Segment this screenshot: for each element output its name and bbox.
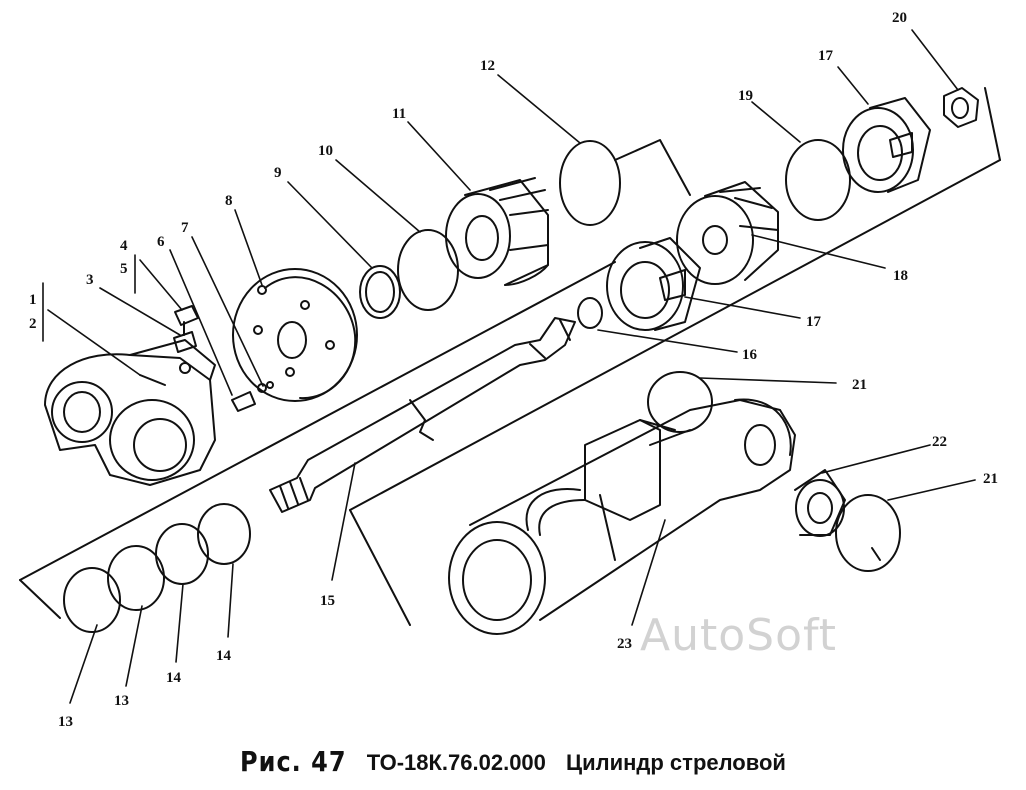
axis-bracket-lower: [349, 509, 411, 626]
callout-1: 1: [29, 292, 37, 308]
part-ring-9: [359, 265, 401, 319]
part-nut-20: [943, 87, 979, 128]
callout-17-upper: 17: [818, 48, 834, 64]
figure-caption: Рис. 47 ТО-18К.76.02.000 Цилиндр стрелов…: [0, 745, 1026, 779]
callout-14b: 14: [216, 648, 232, 664]
axis-line-lower: [19, 579, 61, 619]
part-rod: [269, 317, 576, 513]
part-washer-16: [577, 297, 603, 329]
part-ring-13b: [107, 545, 165, 611]
callout-10: 10: [318, 143, 333, 159]
axis-bracket-right: [984, 87, 1001, 161]
part-bushing-22: [794, 469, 846, 537]
callout-21-bottom: 21: [983, 471, 998, 487]
callout-18: 18: [893, 268, 908, 284]
part-ring-21-top: [647, 371, 713, 433]
part-piston-head: [445, 177, 549, 286]
callout-22: 22: [932, 434, 947, 450]
callout-20: 20: [892, 10, 907, 26]
axis-line-upper: [19, 261, 616, 581]
callout-2: 2: [29, 316, 37, 332]
callout-12: 12: [480, 58, 495, 74]
callout-21-top: 21: [852, 377, 867, 393]
drawing-code: ТО-18К.76.02.000: [366, 750, 546, 775]
axis-bracket-upper: [614, 139, 691, 196]
callout-17-lower: 17: [806, 314, 822, 330]
part-piston-rear: [676, 181, 779, 285]
callout-4: 4: [120, 238, 128, 254]
part-oring-10: [397, 229, 459, 311]
watermark-text: AutoSoft: [640, 610, 837, 661]
drawing-title: Цилиндр стреловой: [566, 750, 786, 775]
part-clevis: [44, 339, 216, 486]
callout-23: 23: [617, 636, 632, 652]
part-ring-13a: [63, 567, 121, 633]
part-ring-14b: [197, 503, 251, 565]
callout-6: 6: [157, 234, 165, 250]
figure-number: Рис. 47: [240, 745, 347, 779]
callout-11: 11: [392, 106, 406, 122]
callout-13b: 13: [114, 693, 129, 709]
part-ring-14a: [155, 523, 209, 585]
callout-19: 19: [738, 88, 753, 104]
callout-13a: 13: [58, 714, 73, 730]
part-bolt-nut: [173, 305, 199, 353]
callout-15: 15: [320, 593, 335, 609]
part-cylinder-body: [448, 398, 796, 635]
part-bushing-17-lower: [606, 237, 701, 331]
callout-5: 5: [120, 261, 128, 277]
part-bushing-17-upper: [842, 97, 931, 193]
callout-9: 9: [274, 165, 282, 181]
part-ring-12: [559, 140, 621, 226]
callout-3: 3: [86, 272, 94, 288]
axis-line-main: [349, 159, 1001, 511]
part-pin: [231, 381, 274, 412]
part-ring-19: [785, 139, 851, 221]
callout-8: 8: [225, 193, 233, 209]
callout-14a: 14: [166, 670, 182, 686]
part-flange: [232, 268, 358, 402]
callout-7: 7: [181, 220, 189, 236]
part-ring-21-bottom: [835, 494, 901, 572]
callout-16: 16: [742, 347, 758, 363]
